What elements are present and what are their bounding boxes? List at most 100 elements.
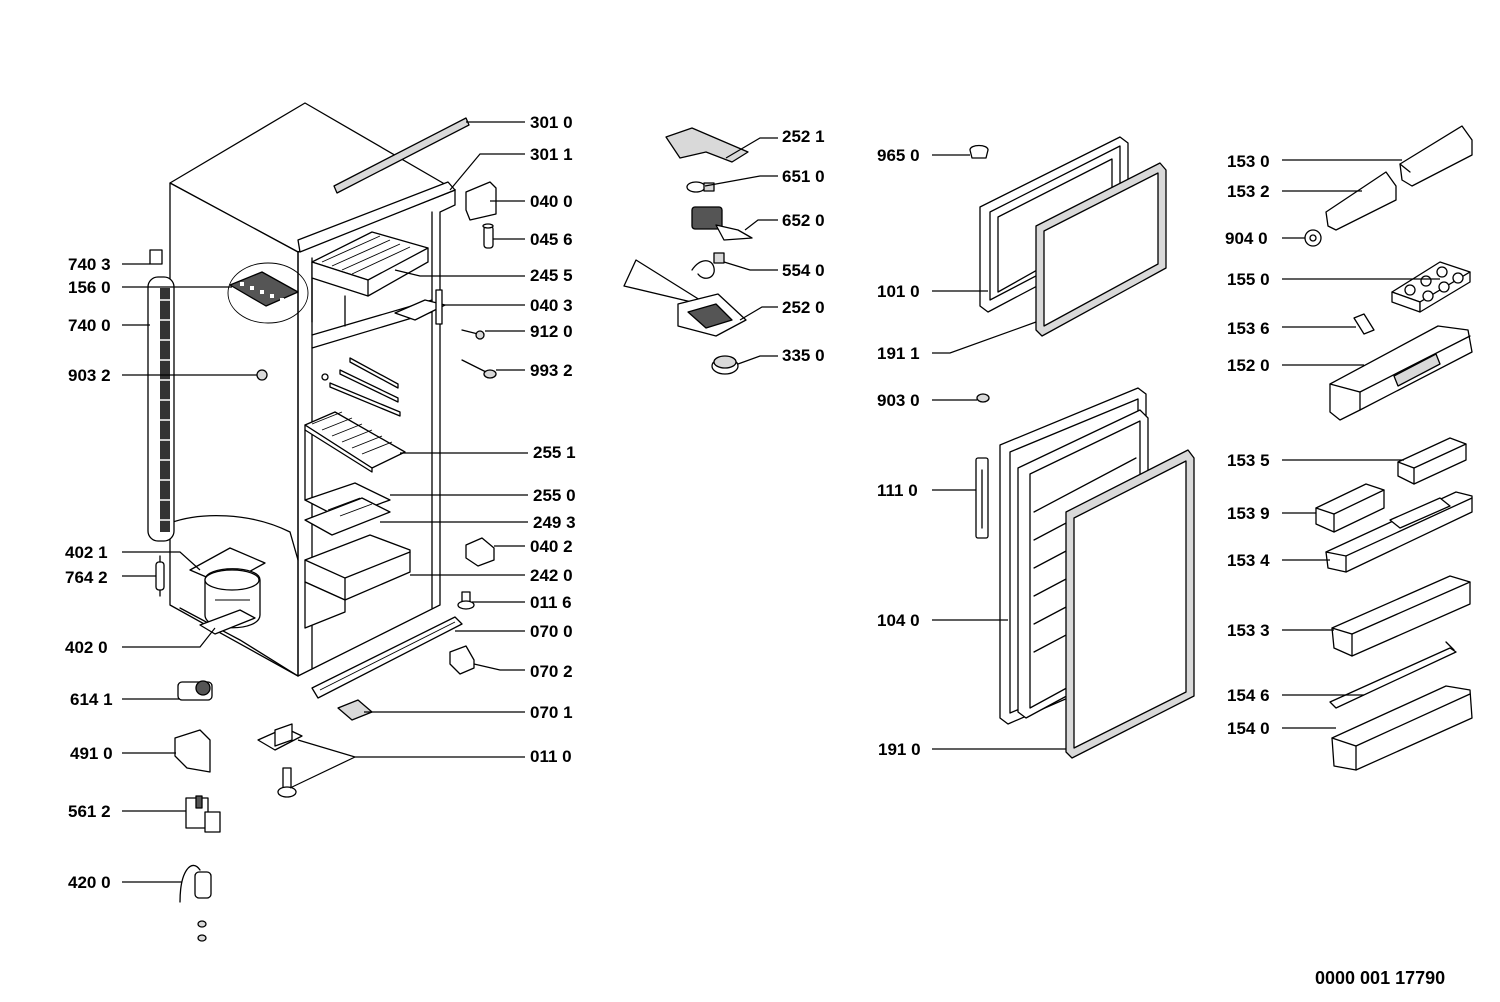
capacitor <box>179 864 212 903</box>
label-153-5: 153 5 <box>1227 451 1270 470</box>
label-040-3: 040 3 <box>530 296 573 315</box>
bottle-guard <box>1329 641 1457 709</box>
label-040-2: 040 2 <box>530 537 573 556</box>
label-904-0: 904 0 <box>1225 229 1268 248</box>
leader-lines <box>122 121 1440 883</box>
screw-903-2 <box>256 369 268 381</box>
door-stop-plug <box>969 144 989 159</box>
middle-hinge <box>394 289 446 325</box>
top-hinge <box>465 181 497 221</box>
washer-904-0 <box>1304 229 1322 247</box>
part-labels: 301 0 301 1 040 0 045 6 245 5 040 3 912 … <box>65 113 1270 892</box>
label-153-4: 153 4 <box>1227 551 1270 570</box>
label-740-3: 740 3 <box>68 255 111 274</box>
door-handle <box>975 457 989 539</box>
label-335-0: 335 0 <box>782 346 825 365</box>
bottle-retainer-clip <box>1353 313 1375 335</box>
label-554-0: 554 0 <box>782 261 825 280</box>
thermostat-housing <box>623 259 747 337</box>
shelf-rails <box>321 357 401 417</box>
label-614-1: 614 1 <box>70 690 113 709</box>
document-number: 0000 001 17790 <box>1315 968 1445 988</box>
screw-903-0 <box>976 393 990 403</box>
label-155-0: 155 0 <box>1227 270 1270 289</box>
label-402-0: 402 0 <box>65 638 108 657</box>
label-011-6: 011 6 <box>530 593 572 612</box>
label-652-0: 652 0 <box>782 211 825 230</box>
lamp-holder <box>691 206 753 241</box>
label-651-0: 651 0 <box>782 167 825 186</box>
label-153-6: 153 6 <box>1227 319 1270 338</box>
label-104-0: 104 0 <box>877 611 920 630</box>
bottle-shelf-154-0 <box>1331 685 1473 771</box>
label-040-0: 040 0 <box>530 192 573 211</box>
label-154-6: 154 6 <box>1227 686 1270 705</box>
condenser-clip <box>149 249 163 265</box>
thermostat-knob <box>711 355 739 375</box>
door-shelf-153-3 <box>1331 575 1471 657</box>
top-trim-strip <box>333 117 470 194</box>
label-740-0: 740 0 <box>68 316 111 335</box>
light-bulb <box>686 181 715 193</box>
label-255-1: 255 1 <box>533 443 576 462</box>
plinth-cover <box>337 699 373 721</box>
label-252-1: 252 1 <box>782 127 825 146</box>
label-242-0: 242 0 <box>530 566 573 585</box>
label-191-0: 191 0 <box>878 740 921 759</box>
freezer-door-gasket <box>1035 162 1167 337</box>
label-153-9: 153 9 <box>1227 504 1270 523</box>
label-965-0: 965 0 <box>877 146 920 165</box>
label-903-2: 903 2 <box>68 366 111 385</box>
hinge-cover <box>449 645 475 675</box>
label-070-1: 070 1 <box>530 703 573 722</box>
label-561-2: 561 2 <box>68 802 111 821</box>
label-420-0: 420 0 <box>68 873 111 892</box>
label-191-1: 191 1 <box>877 344 920 363</box>
label-993-2: 993 2 <box>530 361 573 380</box>
label-252-0: 252 0 <box>782 298 825 317</box>
wire-shelf <box>304 411 406 501</box>
label-156-0: 156 0 <box>68 278 111 297</box>
label-153-0: 153 0 <box>1227 152 1270 171</box>
egg-tray <box>1391 261 1471 313</box>
thermostat <box>691 252 725 279</box>
label-491-0: 491 0 <box>70 744 113 763</box>
label-903-0: 903 0 <box>877 391 920 410</box>
label-301-0: 301 0 <box>530 113 573 132</box>
dairy-compartment-lid <box>1399 125 1473 187</box>
lower-hinge-bracket <box>465 537 495 567</box>
hinge-pin <box>482 223 494 249</box>
thermostat-probe <box>461 359 497 379</box>
adjustable-foot <box>457 591 475 610</box>
crisper-cover <box>304 497 391 536</box>
freezer-shelf <box>311 231 429 327</box>
label-011-0: 011 0 <box>530 747 572 766</box>
label-070-2: 070 2 <box>530 662 573 681</box>
label-101-0: 101 0 <box>877 282 920 301</box>
label-912-0: 912 0 <box>530 322 573 341</box>
label-764-2: 764 2 <box>65 568 108 587</box>
door-shelf-153-4 <box>1325 491 1473 573</box>
label-070-0: 070 0 <box>530 622 573 641</box>
label-402-1: 402 1 <box>65 543 108 562</box>
fridge-door-gasket <box>1065 449 1195 759</box>
overload-protector <box>185 795 221 833</box>
dairy-box-153-9 <box>1315 483 1385 533</box>
label-301-1: 301 1 <box>530 145 573 164</box>
label-154-0: 154 0 <box>1227 719 1270 738</box>
compressor <box>189 547 266 635</box>
label-249-3: 249 3 <box>533 513 576 532</box>
start-relay <box>177 680 213 701</box>
label-153-3: 153 3 <box>1227 621 1270 640</box>
dairy-compartment-flap <box>1325 171 1397 231</box>
label-152-0: 152 0 <box>1227 356 1270 375</box>
door-shelf-152-0 <box>1329 325 1473 421</box>
condenser-coil <box>147 276 175 542</box>
label-255-0: 255 0 <box>533 486 576 505</box>
washers <box>197 920 207 942</box>
label-045-6: 045 6 <box>530 230 573 249</box>
screw-912-0 <box>461 329 485 340</box>
label-153-2: 153 2 <box>1227 182 1270 201</box>
relay-cover <box>174 729 211 773</box>
label-245-5: 245 5 <box>530 266 573 285</box>
